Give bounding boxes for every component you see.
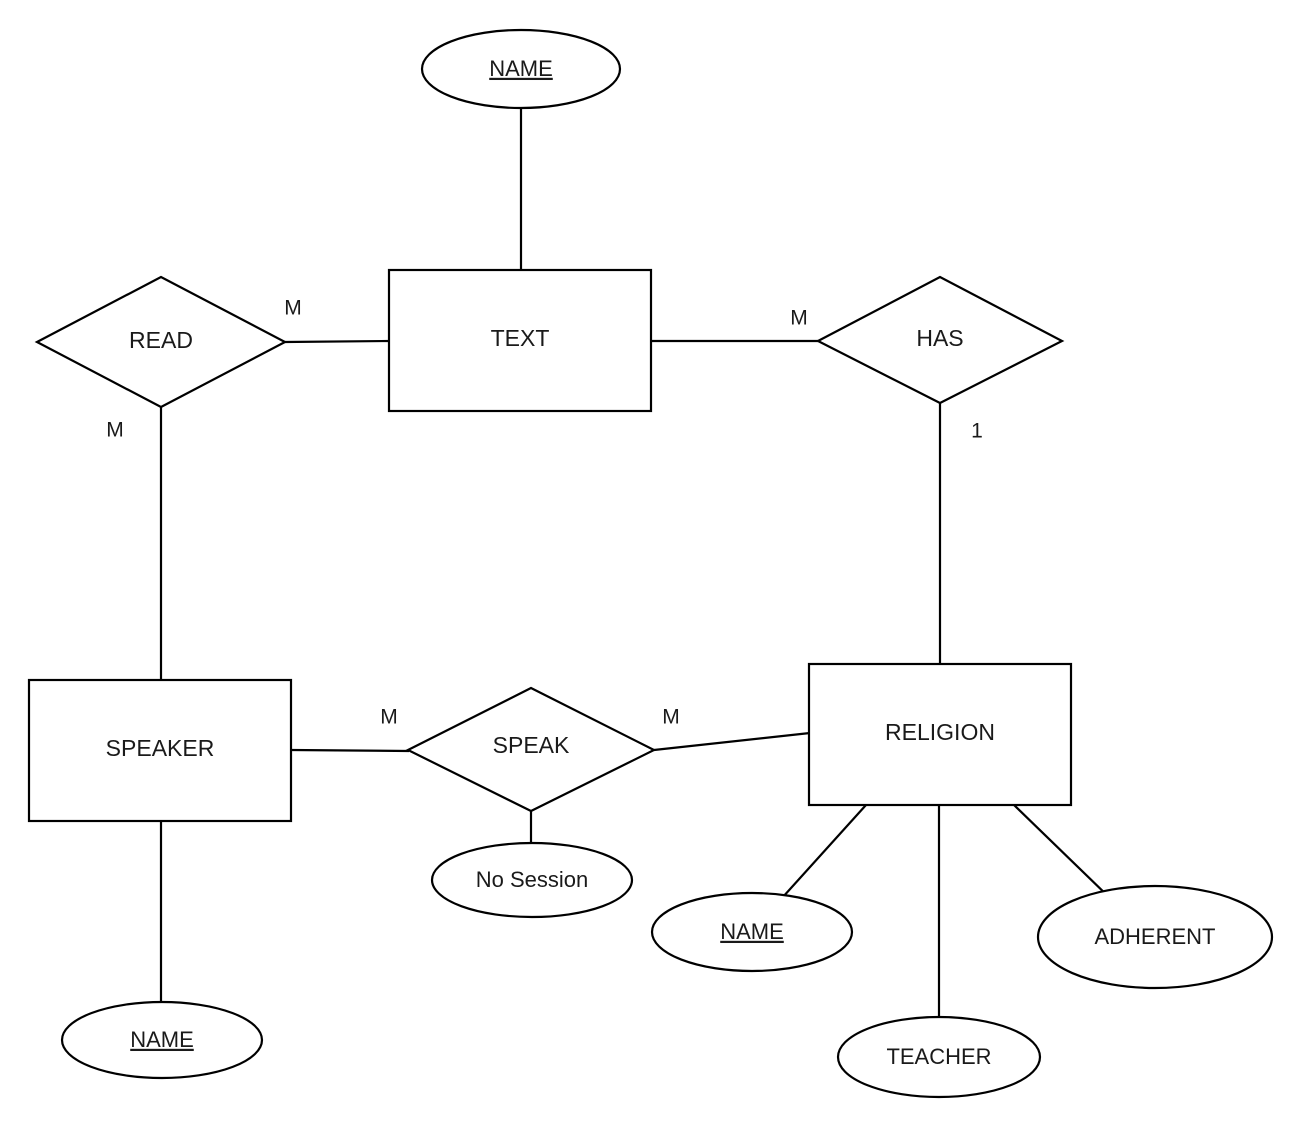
cardinality-has-religion: 1 (971, 420, 983, 443)
entity-speaker[interactable]: SPEAKER (27, 678, 293, 823)
connector-religion-to-name (781, 804, 867, 899)
attribute-religion-adherent[interactable]: ADHERENT (1036, 884, 1274, 990)
relationship-has-diamond[interactable] (815, 275, 1065, 405)
attribute-religion-teacher-ellipse[interactable] (836, 1015, 1042, 1099)
attribute-text-name[interactable]: NAME (420, 28, 622, 110)
attribute-speaker-name-ellipse[interactable] (60, 1000, 264, 1080)
connector-layer (159, 108, 1114, 1018)
relationship-speak-diamond[interactable] (405, 686, 657, 813)
entity-text-box[interactable] (387, 268, 653, 413)
attribute-text-name-ellipse[interactable] (420, 28, 622, 110)
entity-religion-box[interactable] (807, 662, 1073, 807)
attribute-religion-adherent-label: ADHERENT (1094, 924, 1215, 949)
attribute-religion-name-ellipse[interactable] (650, 891, 854, 973)
relationship-read-label: READ (129, 327, 193, 353)
entity-religion[interactable]: RELIGION (807, 662, 1073, 807)
cardinality-layer: M M M 1 M M (106, 297, 983, 729)
attribute-religion-name[interactable]: NAME (650, 891, 854, 973)
attribute-religion-teacher-label: TEACHER (886, 1044, 991, 1069)
entity-speaker-label: SPEAKER (106, 735, 215, 761)
attribute-religion-name-label: NAME (720, 919, 784, 944)
relationship-has-label: HAS (916, 325, 963, 351)
attribute-speaker-name[interactable]: NAME (60, 1000, 264, 1080)
attribute-text-name-label: NAME (489, 56, 553, 81)
cardinality-speak-religion: M (662, 706, 680, 729)
attribute-speak-no-session-ellipse[interactable] (430, 841, 634, 919)
attribute-religion-adherent-ellipse[interactable] (1036, 884, 1274, 990)
attribute-speak-no-session-label: No Session (476, 867, 589, 892)
relationship-has[interactable]: HAS (815, 275, 1065, 405)
cardinality-read-text: M (284, 297, 302, 320)
relationship-read[interactable]: READ (34, 275, 288, 409)
relationship-speak[interactable]: SPEAK (405, 686, 657, 813)
entity-religion-label: RELIGION (885, 719, 995, 745)
cardinality-text-has: M (790, 307, 808, 330)
connector-read-to-text (284, 339, 391, 344)
cardinality-read-speaker: M (106, 419, 124, 442)
attribute-religion-teacher[interactable]: TEACHER (836, 1015, 1042, 1099)
attribute-speak-no-session[interactable]: No Session (430, 841, 634, 919)
connector-speaker-to-speak (290, 748, 410, 753)
entity-text[interactable]: TEXT (387, 268, 653, 413)
relationship-speak-label: SPEAK (493, 732, 570, 758)
entity-speaker-box[interactable] (27, 678, 293, 823)
attribute-speaker-name-label: NAME (130, 1027, 194, 1052)
connector-speak-to-religion (653, 731, 811, 752)
cardinality-speaker-speak: M (380, 706, 398, 729)
entity-text-label: TEXT (491, 325, 550, 351)
relationship-read-diamond[interactable] (34, 275, 288, 409)
connector-religion-to-adherent (1013, 804, 1114, 902)
